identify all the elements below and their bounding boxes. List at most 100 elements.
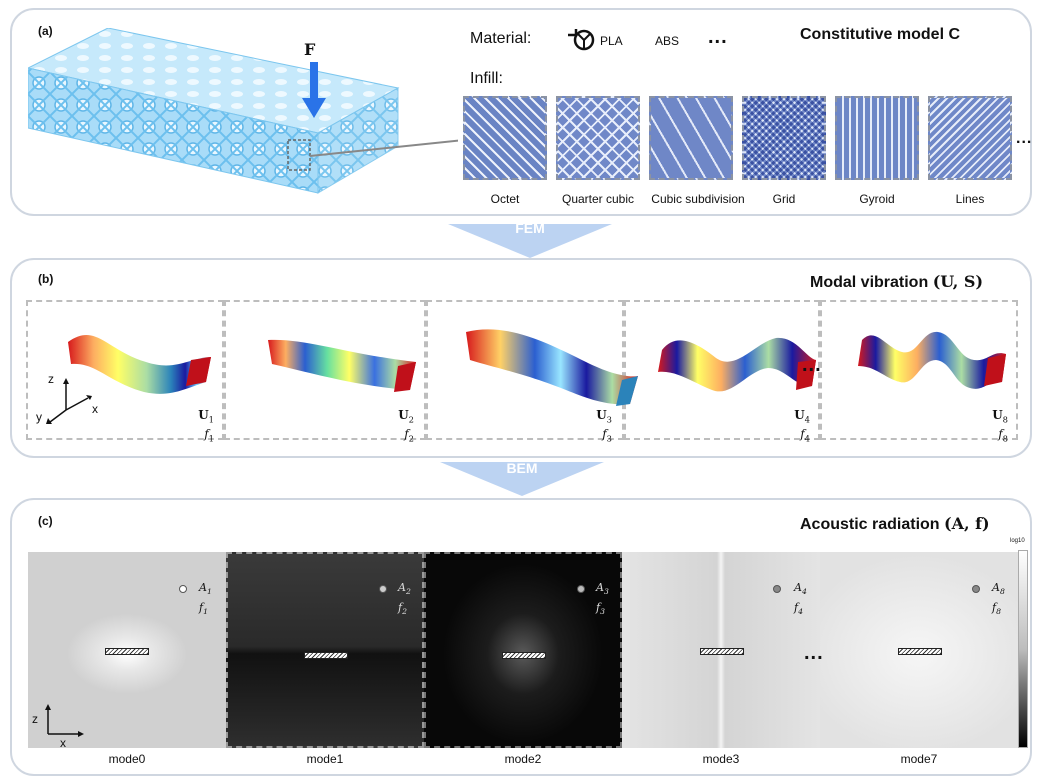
receiver-dot-mode0	[179, 585, 187, 593]
receiver-dot-mode1	[379, 585, 387, 593]
mode-ellipsis: ...	[802, 354, 822, 376]
force-arrow	[302, 62, 326, 118]
acoustic-label-mode2: A3 f3	[596, 580, 609, 620]
axis-x-label-b: x	[92, 402, 98, 416]
panel-a-title: Constitutive model C	[800, 26, 961, 43]
mode-label-2: U2 f2	[380, 408, 414, 447]
mode-label-4: U4 f4	[776, 408, 810, 447]
recycle-icon	[568, 29, 595, 51]
mode-4-u-sub: 4	[804, 414, 810, 425]
infill-ellipsis: ...	[1016, 130, 1033, 147]
mode0-f: f	[199, 601, 204, 615]
mode-4-f-sub: 4	[804, 433, 810, 444]
infill-label: Infill:	[470, 70, 503, 87]
receiver-dot-mode2	[577, 585, 585, 593]
material-ellipsis: ...	[708, 26, 728, 48]
acoustic-ellipsis: ...	[804, 642, 824, 664]
mode-label-3: U3 f3	[578, 408, 612, 447]
mode-8-f: f	[998, 427, 1003, 442]
acoustic-label-mode1: A2 f2	[398, 580, 411, 620]
mode-3-f: f	[602, 427, 607, 442]
mode3-f: f	[794, 601, 799, 615]
infill-name-quarter-cubic: Quarter cubic	[561, 192, 635, 206]
mode1-f-sub: 2	[402, 607, 407, 617]
mode-box-8	[820, 300, 1018, 440]
mode-label-8: U8 f8	[974, 408, 1008, 447]
source-bar-mode0	[105, 648, 149, 655]
panel-b-title-text: Modal vibration	[810, 274, 929, 291]
acoustic-name-mode0: mode0	[108, 752, 146, 766]
acoustic-tile-mode2	[424, 552, 622, 748]
acoustic-name-mode7: mode7	[900, 752, 938, 766]
infill-tile-quarter-cubic	[556, 96, 640, 180]
panel-c-label: (c)	[38, 514, 53, 528]
mode-4-u: U	[794, 408, 805, 422]
mode-1-f-sub: 1	[208, 433, 214, 444]
mode-3-u-sub: 3	[606, 414, 612, 425]
panel-c-title: Acoustic radiation (A, f)	[800, 514, 990, 534]
material-abs: ABS	[655, 34, 680, 48]
mode0-a: A	[199, 581, 207, 594]
mode-2-u-sub: 2	[408, 414, 414, 425]
mode7-a: A	[992, 581, 1000, 594]
panel-b-title-math: (U, S)	[932, 272, 984, 291]
mode-1-f: f	[204, 427, 209, 442]
mode-4-f: f	[800, 427, 805, 442]
lattice-beam-illustration	[28, 28, 458, 194]
panel-b-title: Modal vibration (U, S)	[810, 272, 983, 292]
infill-name-octet: Octet	[490, 192, 520, 206]
acoustic-label-mode0: A1 f1	[199, 580, 212, 620]
mode3-a: A	[794, 581, 802, 594]
mode0-a-sub: 1	[206, 587, 212, 597]
mode1-a-sub: 2	[405, 587, 411, 597]
mode-box-2	[224, 300, 426, 440]
acoustic-name-mode3: mode3	[702, 752, 740, 766]
mode2-a-sub: 3	[603, 587, 609, 597]
mode-2-u: U	[398, 408, 409, 422]
infill-name-cubic-subdivision: Cubic subdivision	[651, 192, 745, 206]
panel-c-title-math: (A, f)	[944, 514, 990, 533]
fem-flow-arrow	[448, 224, 612, 258]
mode0-f-sub: 1	[203, 607, 208, 617]
infill-tile-lines	[928, 96, 1012, 180]
colorbar-label: log10	[1010, 538, 1025, 544]
mode-1-u: U	[198, 408, 209, 422]
bem-label: BEM	[506, 460, 538, 476]
infill-tile-cubic-subdivision	[649, 96, 733, 180]
source-bar-mode7	[898, 648, 942, 655]
mode-box-1	[26, 300, 224, 440]
acoustic-name-mode2: mode2	[504, 752, 542, 766]
mode2-f: f	[596, 601, 601, 615]
mode2-f-sub: 3	[600, 607, 605, 617]
mode7-f: f	[992, 601, 997, 615]
axis-z-label-b: z	[48, 372, 54, 386]
mode-2-f-sub: 2	[408, 433, 414, 444]
mode-3-f-sub: 3	[606, 433, 612, 444]
bem-flow-arrow	[440, 462, 604, 496]
colorbar	[1018, 550, 1028, 748]
panel-a-label: (a)	[38, 24, 53, 38]
acoustic-tile-mode1	[226, 552, 424, 748]
mode1-f: f	[398, 601, 403, 615]
infill-name-gyroid: Gyroid	[859, 192, 895, 206]
mode-shapes	[46, 329, 1006, 424]
mode-2-f: f	[404, 427, 409, 442]
mode3-a-sub: 4	[801, 587, 807, 597]
mode-label-1: U1 f1	[180, 408, 214, 447]
fem-label: FEM	[515, 220, 545, 236]
infill-name-lines: Lines	[955, 192, 985, 206]
mode-8-u-sub: 8	[1002, 414, 1008, 425]
mode7-a-sub: 8	[999, 587, 1005, 597]
mode3-f-sub: 4	[798, 607, 803, 617]
axis-y-label-b: y	[36, 410, 42, 424]
receiver-dot-mode7	[972, 585, 980, 593]
source-bar-mode1	[304, 652, 348, 659]
material-label: Material:	[470, 30, 532, 47]
acoustic-label-mode3: A4 f4	[794, 580, 807, 620]
acoustic-label-mode7: A8 f8	[992, 580, 1005, 620]
source-bar-mode3	[700, 648, 744, 655]
infill-tile-octet	[463, 96, 547, 180]
mode-1-u-sub: 1	[208, 414, 214, 425]
infill-tile-gyroid	[835, 96, 919, 180]
infill-tile-grid	[742, 96, 826, 180]
